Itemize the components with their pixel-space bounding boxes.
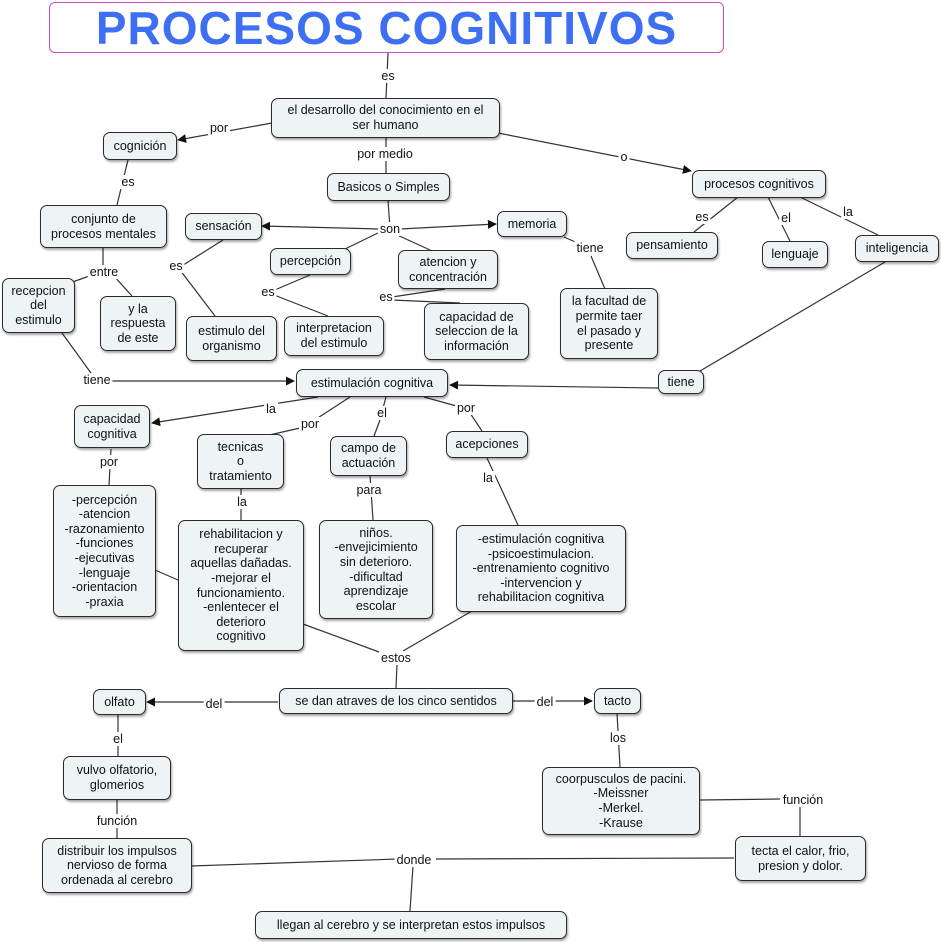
node-llegan[interactable]: llegan al cerebro y se interpretan estos… (255, 911, 567, 939)
link-label-entre: entre (87, 265, 121, 279)
link-label-es: es (379, 69, 397, 83)
link-label-es-sensacion: es (167, 259, 185, 273)
link-label-funcion-left: función (94, 814, 140, 828)
node-tecta[interactable]: tecta el calor, frio, presion y dolor. (735, 836, 866, 881)
node-interpretacion[interactable]: interpretacion del estimulo (284, 316, 384, 356)
link-label-el-lenguaje: el (779, 211, 793, 225)
node-corpusculos[interactable]: coorpusculos de pacini. -Meissner -Merke… (542, 767, 700, 835)
node-tacto[interactable]: tacto (594, 688, 641, 714)
link-label-tiene-memoria: tiene (574, 241, 606, 255)
node-respuesta[interactable]: y la respuesta de este (100, 296, 176, 351)
link-label-por: por (207, 121, 231, 135)
node-tiene[interactable]: tiene (658, 370, 704, 394)
link-label-por-acepciones: por (454, 401, 478, 415)
link-label-del-tacto: del (534, 695, 556, 709)
node-ninos[interactable]: niños. -envejicimiento sin deterioro. -d… (319, 520, 433, 619)
node-procesos-cognitivos[interactable]: procesos cognitivos (692, 170, 826, 198)
node-sentidos[interactable]: se dan atraves de los cinco sentidos (279, 688, 513, 714)
link-label-es-percepcion: es (259, 285, 277, 299)
link-label-es-conjunto: es (119, 175, 137, 189)
link-label-la-capacidad: la (264, 402, 278, 416)
node-facultad[interactable]: la facultad de permite taer el pasado y … (560, 288, 658, 359)
node-distribuir[interactable]: distribuir los impulsos nervioso de form… (42, 838, 192, 893)
node-vulvo[interactable]: vulvo olfatorio, glomerios (63, 756, 171, 800)
link-label-los: los (608, 731, 628, 745)
link-label-o: o (618, 150, 630, 164)
link-label-del-olfato: del (203, 697, 225, 711)
node-lista-acepciones[interactable]: -estimulación cognitiva -psicoestimulaci… (456, 525, 626, 612)
link-label-es-pensamiento: es (693, 210, 711, 224)
link-label-para: para (354, 483, 384, 497)
node-conjunto[interactable]: conjunto de procesos mentales (40, 205, 167, 248)
link-label-por-medio: por medio (355, 147, 415, 161)
node-capacidad-seleccion[interactable]: capacidad de seleccion de la información (424, 303, 529, 360)
link-label-el-vulvo: el (111, 732, 125, 746)
node-recepcion[interactable]: recepcion del estimulo (2, 278, 75, 333)
link-label-son: son (377, 222, 403, 236)
link-label-donde: donde (394, 853, 434, 867)
link-label-por-tecnicas: por (298, 417, 322, 431)
link-label-funcion-right: función (780, 793, 826, 807)
node-inteligencia[interactable]: inteligencia (855, 235, 939, 262)
node-olfato[interactable]: olfato (93, 689, 146, 715)
node-cognicion[interactable]: cognición (103, 132, 177, 160)
node-lista-capacidad[interactable]: -percepción -atencion -razonamiento -fun… (53, 485, 156, 617)
node-rehabilitacion[interactable]: rehabilitacion y recuperar aquellas daña… (178, 520, 304, 651)
page-title: PROCESOS COGNITIVOS (49, 2, 724, 54)
node-capacidad-cognitiva[interactable]: capacidad cognitiva (74, 405, 150, 448)
link-label-la-rehab: la (235, 495, 249, 509)
link-label-estos: estos (379, 651, 413, 665)
node-tecnicas[interactable]: tecnicas o tratamiento (197, 434, 284, 489)
node-atencion[interactable]: atencion y concentración (398, 250, 498, 289)
node-basicos[interactable]: Basicos o Simples (327, 173, 450, 201)
link-label-la-acepciones: la (481, 471, 495, 485)
node-memoria[interactable]: memoria (497, 211, 567, 237)
node-pensamiento[interactable]: pensamiento (626, 232, 718, 259)
link-label-por-lista: por (97, 455, 121, 469)
node-estimulacion[interactable]: estimulación cognitiva (296, 369, 448, 397)
link-label-el-campo: el (375, 406, 389, 420)
link-label-es-atencion: es (377, 290, 395, 304)
node-sensacion[interactable]: sensación (185, 213, 262, 240)
node-estimulo-organismo[interactable]: estimulo del organismo (186, 316, 277, 361)
node-desarrollo[interactable]: el desarrollo del conocimiento en el ser… (271, 98, 500, 138)
link-label-tiene-recepcion: tiene (81, 373, 113, 387)
node-campo[interactable]: campo de actuación (330, 436, 407, 476)
node-percepcion[interactable]: percepción (270, 248, 351, 275)
node-acepciones[interactable]: acepciones (446, 431, 528, 458)
link-label-la-inteligencia: la (841, 205, 855, 219)
node-lenguaje[interactable]: lenguaje (762, 241, 828, 268)
